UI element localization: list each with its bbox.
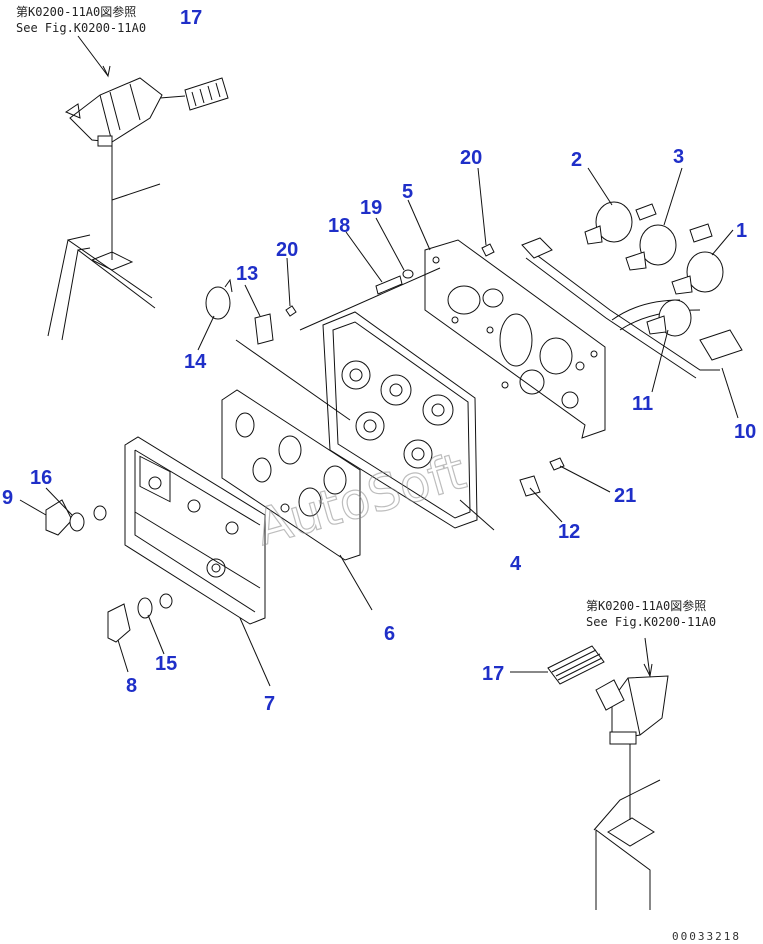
callout-17-bottom: 17	[482, 663, 504, 685]
callout-5: 5	[402, 181, 413, 203]
callout-19: 19	[360, 197, 382, 219]
callout-12: 12	[558, 521, 580, 543]
callout-21: 21	[614, 485, 636, 507]
callout-8: 8	[126, 675, 137, 697]
callout-16: 16	[30, 467, 52, 489]
callout-15: 15	[155, 653, 177, 675]
callout-13: 13	[236, 263, 258, 285]
callout-20-right: 20	[460, 147, 482, 169]
callout-3: 3	[673, 146, 684, 168]
callout-18: 18	[328, 215, 350, 237]
callout-numbers: 1 2 3 4 5 6 7 8 9 10 11 12 13 14 15 16 1…	[2, 7, 756, 715]
top-left-switch-assembly	[47, 35, 229, 341]
callout-11: 11	[632, 393, 653, 415]
callout-7: 7	[264, 693, 275, 715]
reference-jp-top: 第K0200-11A0図参照	[16, 4, 136, 19]
reference-jp-bottom: 第K0200-11A0図参照	[586, 598, 706, 613]
reference-en-bottom: See Fig.K0200-11A0	[586, 615, 716, 629]
callout-10: 10	[734, 421, 756, 443]
callout-6: 6	[384, 623, 395, 645]
callout-14: 14	[184, 351, 207, 373]
gauge-harness-assembly	[521, 201, 743, 379]
small-hardware	[205, 243, 565, 497]
gasket-6	[221, 389, 361, 561]
bottom-right-switch-assembly	[510, 637, 669, 910]
reference-en-top: See Fig.K0200-11A0	[16, 21, 146, 35]
leader-lines	[19, 167, 739, 687]
callout-9: 9	[2, 487, 13, 509]
callout-2: 2	[571, 149, 582, 171]
callout-1: 1	[736, 220, 747, 242]
front-panel-7	[124, 436, 266, 625]
drawing-code: 00033218	[672, 930, 741, 943]
callout-20-left: 20	[276, 239, 298, 261]
gauge-housing-4	[299, 267, 478, 529]
callout-4: 4	[510, 553, 522, 575]
panel-plate-5	[424, 239, 606, 439]
callout-17-top: 17	[180, 7, 202, 29]
